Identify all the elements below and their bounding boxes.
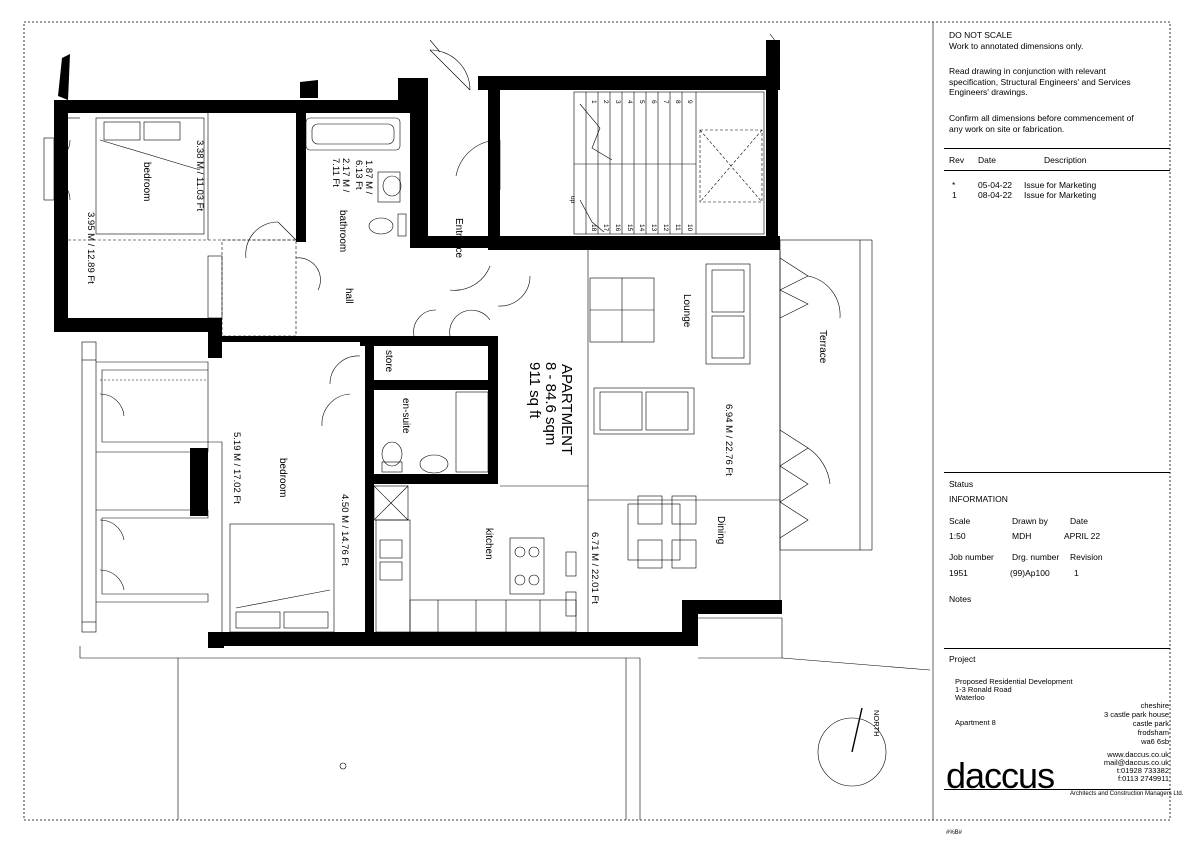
entrance-label: Entrance bbox=[453, 218, 464, 258]
lounge-dim: 6.94 M / 22.76 Ft bbox=[723, 404, 734, 476]
stair-up-label: up bbox=[569, 196, 576, 204]
stair-step-number: 6 bbox=[650, 100, 657, 104]
project-line-2: 1-3 Ronald Road bbox=[955, 685, 1012, 694]
stair-step-number: 3 bbox=[614, 100, 621, 104]
ensuite-label: en-suite bbox=[400, 398, 411, 434]
stair-step-number: 8 bbox=[674, 100, 681, 104]
address-line-5: wa6 6sb bbox=[1141, 737, 1169, 746]
revision-value: 1 bbox=[1074, 568, 1079, 578]
stair-step-number: 12 bbox=[662, 224, 669, 232]
stair-step-number: 16 bbox=[614, 224, 621, 232]
divider bbox=[944, 648, 1170, 649]
telephone: t:01928 733382 bbox=[1116, 766, 1169, 775]
linework bbox=[43, 33, 931, 820]
room-labels: bedroom 3.38 M / 11.03 Ft 3.95 M / 12.89… bbox=[85, 140, 881, 737]
drg-number-value: (99)Ap100 bbox=[1010, 568, 1050, 578]
drawn-by-value: MDH bbox=[1012, 531, 1032, 541]
stair-step-number: 11 bbox=[674, 224, 681, 231]
stair-step-number: 15 bbox=[626, 224, 633, 232]
apartment-sqft: 911 sq ft bbox=[526, 362, 543, 419]
revision-row-1-description: Issue for Marketing bbox=[1024, 180, 1097, 190]
stair-step-number: 9 bbox=[686, 100, 693, 104]
project-apartment: Apartment 8 bbox=[955, 718, 996, 727]
logo-underline bbox=[944, 789, 1170, 790]
scale-value: 1:50 bbox=[949, 531, 966, 541]
bathroom-dim-b: 2.17 M /7.11 Ft bbox=[330, 158, 351, 193]
revision-row-1-rev: * bbox=[952, 180, 956, 190]
walls bbox=[54, 40, 782, 648]
address-line-1: cheshire bbox=[1140, 701, 1169, 710]
scale-label: Scale bbox=[949, 516, 971, 526]
address-line-3: castle park bbox=[1132, 719, 1169, 728]
revision-row-2-date: 08-04-22 bbox=[978, 190, 1013, 200]
bedroom1-dim-b: 3.95 M / 12.89 Ft bbox=[85, 212, 96, 284]
bedroom2-dim-a: 5.19 M / 17.02 Ft bbox=[231, 432, 242, 504]
project-label: Project bbox=[949, 654, 976, 664]
date-value: APRIL 22 bbox=[1064, 531, 1101, 541]
stair-step-number: 4 bbox=[626, 100, 633, 104]
rev-header: Rev bbox=[949, 155, 965, 165]
stair-step-number: 7 bbox=[662, 100, 669, 104]
address-line-4: frodsham bbox=[1137, 728, 1169, 737]
drg-number-label: Drg. number bbox=[1012, 552, 1060, 562]
stair-step-number: 1 bbox=[590, 100, 597, 104]
stair-step-number: 18 bbox=[590, 224, 597, 232]
divider bbox=[944, 472, 1170, 473]
bedroom1-dim-a: 3.38 M / 11.03 Ft bbox=[194, 140, 205, 211]
dining-label: Dining bbox=[715, 516, 726, 544]
stair-step-number: 17 bbox=[602, 224, 609, 232]
divider bbox=[944, 148, 1170, 149]
revision-row-2-rev: 1 bbox=[952, 190, 957, 200]
hall-label: hall bbox=[343, 288, 354, 304]
email: mail@daccus.co.uk bbox=[1103, 758, 1169, 767]
note-read-drawing: Read drawing in conjunction with relevan… bbox=[949, 66, 1131, 97]
notes-label: Notes bbox=[949, 594, 972, 604]
project-line-3: Waterloo bbox=[955, 693, 985, 702]
note-confirm: Confirm all dimensions before commenceme… bbox=[949, 113, 1134, 134]
lounge-label: Lounge bbox=[681, 294, 692, 328]
apartment-title: APARTMENT bbox=[558, 364, 575, 455]
divider bbox=[944, 170, 1170, 171]
address-line-2: 3 castle park house bbox=[1103, 710, 1169, 719]
terrace-label: Terrace bbox=[817, 330, 828, 364]
north-label: NORTH bbox=[872, 710, 881, 737]
job-number-label: Job number bbox=[949, 552, 994, 562]
fax: f:0113 2749911 bbox=[1117, 774, 1169, 783]
bathroom-label: bathroom bbox=[337, 210, 348, 252]
bathroom-dim-a: 1.87 M /6.13 Ft bbox=[353, 160, 374, 195]
brand-tagline: Architects and Construction Managers Ltd… bbox=[1070, 791, 1184, 797]
project-line-1: Proposed Residential Development bbox=[955, 677, 1073, 686]
website: www.daccus.co.uk bbox=[1107, 750, 1169, 759]
kitchen-dim: 6.71 M / 22.01 Ft bbox=[589, 532, 600, 604]
stair-step-number: 5 bbox=[638, 100, 645, 104]
sheet-border bbox=[23, 21, 1171, 821]
revision-row-1-date: 05-04-22 bbox=[978, 180, 1013, 190]
drawn-by-label: Drawn by bbox=[1012, 516, 1048, 526]
store-label: store bbox=[383, 350, 394, 373]
bedroom1-label: bedroom bbox=[141, 162, 152, 201]
stair-step-number: 14 bbox=[638, 224, 645, 232]
stair-step-number: 10 bbox=[686, 224, 693, 232]
revision-label: Revision bbox=[1070, 552, 1103, 562]
status-label: Status bbox=[949, 479, 974, 489]
status-value: INFORMATION bbox=[949, 494, 1008, 504]
date-label: Date bbox=[1070, 516, 1088, 526]
stair-step-number: 13 bbox=[650, 224, 657, 232]
daccus-logo: daccus bbox=[946, 755, 1055, 796]
date-header: Date bbox=[978, 155, 996, 165]
kitchen-label: kitchen bbox=[483, 528, 494, 560]
note-work-to: Work to annotated dimensions only. bbox=[949, 41, 1084, 51]
note-do-not-scale: DO NOT SCALE bbox=[949, 30, 1013, 40]
job-number-value: 1951 bbox=[949, 568, 968, 578]
bedroom2-dim-b: 4.50 M / 14.76 Ft bbox=[339, 494, 350, 566]
footer-mark: #%B# bbox=[946, 830, 963, 836]
revision-row-2-description: Issue for Marketing bbox=[1024, 190, 1097, 200]
apartment-area: 8 - 84.6 sqm bbox=[542, 362, 559, 445]
stair-step-number: 2 bbox=[602, 100, 609, 104]
description-header: Description bbox=[1044, 155, 1087, 165]
bedroom2-label: bedroom bbox=[277, 458, 288, 497]
